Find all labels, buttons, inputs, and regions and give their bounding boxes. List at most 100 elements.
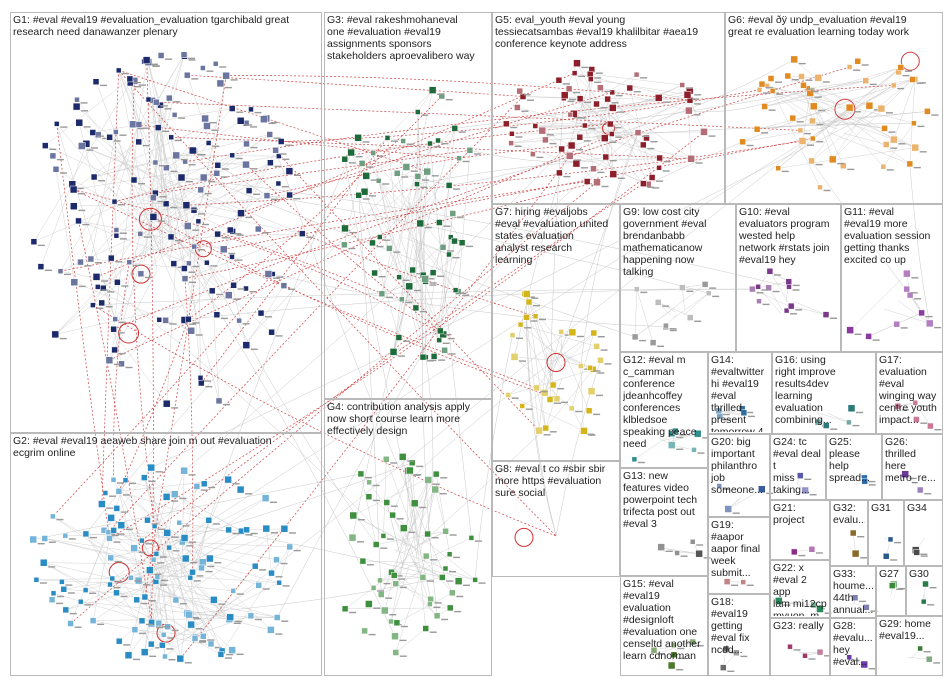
network-node — [171, 490, 179, 498]
inter-group-edge — [151, 108, 882, 468]
group-panel-g17 — [876, 352, 943, 434]
node-tag — [178, 117, 186, 119]
network-node — [656, 165, 662, 171]
node-tag — [220, 176, 228, 178]
network-node — [565, 152, 574, 160]
node-tag — [228, 252, 236, 255]
network-node — [582, 122, 588, 129]
network-node — [110, 325, 117, 333]
node-tag — [107, 291, 115, 293]
node-tag — [639, 339, 647, 342]
node-tag — [380, 547, 388, 549]
network-edge — [351, 143, 431, 153]
network-node — [927, 422, 934, 430]
network-node — [925, 655, 933, 663]
inter-group-edge — [186, 140, 803, 206]
node-tag — [588, 128, 596, 130]
node-tag — [270, 532, 278, 534]
network-node — [414, 181, 420, 187]
network-node — [567, 141, 576, 150]
group-panel-g4 — [324, 399, 492, 676]
network-edge — [395, 628, 426, 653]
network-node — [508, 140, 514, 146]
network-edge — [73, 127, 159, 190]
network-edge — [166, 120, 241, 168]
network-node — [389, 511, 396, 519]
network-node — [49, 152, 57, 160]
group-panel-g8 — [492, 461, 620, 577]
network-node — [740, 409, 748, 416]
node-tag — [186, 545, 194, 547]
network-node — [388, 618, 394, 625]
network-node — [275, 180, 282, 187]
network-node — [210, 596, 218, 604]
network-node — [911, 120, 917, 126]
network-node — [366, 479, 372, 486]
inter-group-edge — [108, 96, 524, 533]
network-edge — [138, 569, 163, 646]
network-edge — [395, 547, 411, 584]
network-node — [861, 477, 868, 485]
network-node — [672, 427, 679, 435]
node-tag — [449, 571, 456, 573]
node-tag — [722, 413, 730, 416]
network-node — [801, 486, 809, 495]
node-tag — [37, 244, 45, 247]
network-edge — [560, 353, 581, 367]
node-tag — [597, 372, 605, 374]
node-tag — [273, 137, 281, 139]
node-tag — [144, 276, 152, 279]
network-node — [558, 145, 565, 153]
node-tag — [83, 126, 91, 128]
network-node — [442, 565, 449, 572]
network-node — [922, 580, 929, 588]
network-edge — [145, 578, 177, 601]
node-tag — [78, 193, 86, 195]
node-tag — [609, 141, 617, 143]
node-tag — [209, 122, 217, 124]
network-edge — [768, 287, 783, 312]
network-node — [112, 316, 118, 322]
network-edge — [661, 641, 693, 653]
node-tag — [847, 168, 855, 171]
network-node — [145, 96, 152, 103]
network-node — [163, 164, 170, 171]
network-edge — [90, 125, 208, 260]
network-node — [865, 333, 872, 340]
network-node — [800, 82, 807, 89]
network-edge — [522, 96, 564, 99]
group-panel-g13 — [620, 468, 708, 576]
network-node — [243, 526, 250, 534]
node-tag — [224, 86, 232, 89]
node-tag — [723, 419, 731, 421]
network-node — [439, 244, 447, 251]
network-node — [657, 543, 665, 551]
network-edge — [383, 459, 387, 536]
node-tag — [815, 163, 823, 166]
network-node — [822, 422, 830, 429]
node-tag — [121, 285, 129, 287]
inter-group-edge — [416, 158, 692, 185]
self-loop — [514, 527, 534, 547]
node-tag — [890, 559, 898, 561]
node-tag — [429, 284, 437, 286]
network-edge — [514, 356, 572, 409]
network-node — [769, 88, 776, 94]
network-node — [371, 269, 378, 277]
node-tag — [232, 483, 240, 485]
node-tag — [282, 585, 290, 587]
network-edge — [411, 561, 443, 578]
node-tag — [694, 320, 702, 322]
node-tag — [306, 236, 314, 238]
network-node — [881, 125, 888, 132]
node-tag — [731, 584, 739, 586]
node-tag — [134, 580, 142, 582]
network-edge — [544, 331, 562, 393]
node-tag — [158, 528, 166, 530]
network-node — [29, 535, 37, 544]
network-edge — [118, 70, 170, 196]
node-tag — [421, 179, 429, 181]
node-tag — [364, 476, 372, 479]
node-tag — [212, 145, 220, 147]
node-tag — [473, 153, 481, 155]
